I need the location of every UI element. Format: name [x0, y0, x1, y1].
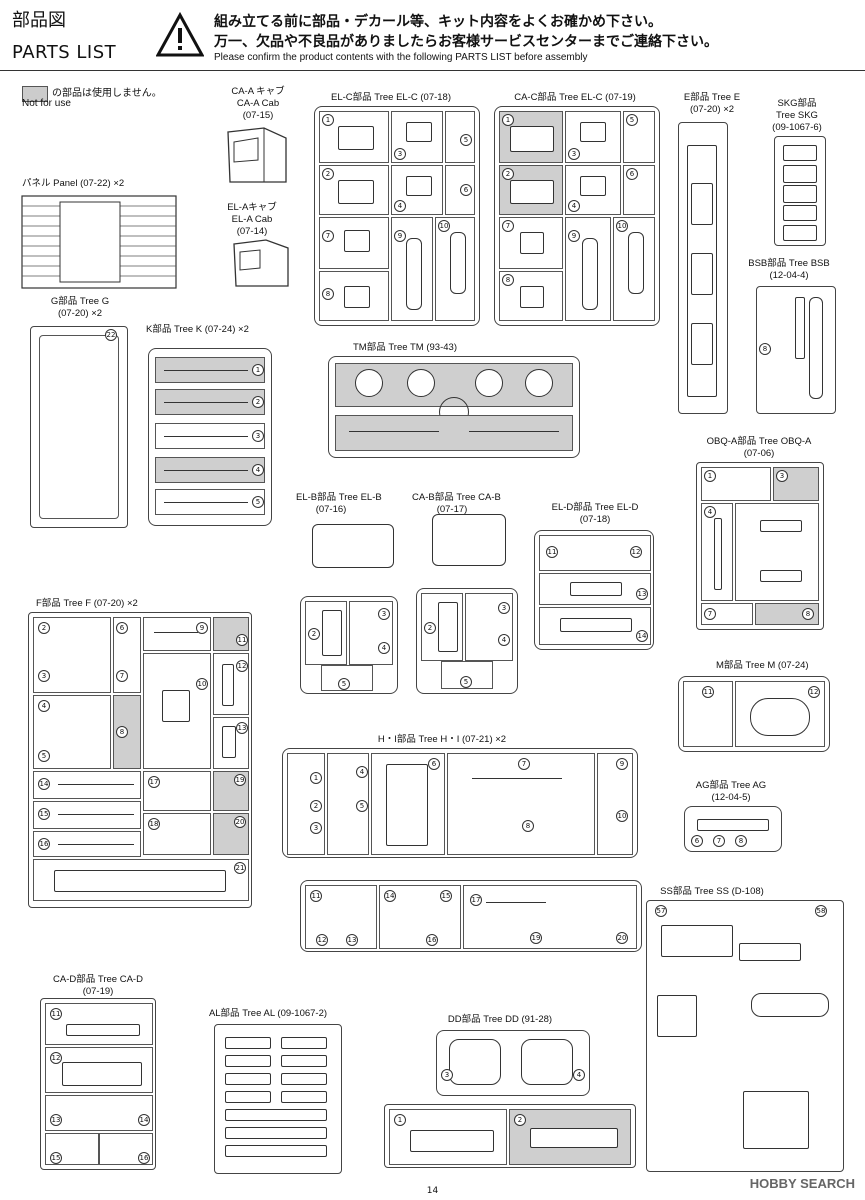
tree-al-frame	[214, 1024, 342, 1174]
ca-a-cab-drawing	[227, 127, 287, 183]
tree-obq-frame: 1 3 4 7 8	[696, 462, 824, 630]
page-number: 14	[426, 1186, 439, 1196]
ca-b-roof-part	[432, 514, 506, 566]
el-b-roof-part	[312, 524, 394, 568]
legend-jp: の部品は使用しません。	[52, 88, 162, 99]
tree-al-label: AL部品 Tree AL (09-1067-2)	[208, 1008, 328, 1019]
tree-k-label: K部品 Tree K (07-24) ×2	[146, 324, 249, 335]
tree-dd-lower-frame: 1 2	[384, 1104, 636, 1168]
tree-f-label: F部品 Tree F (07-20) ×2	[36, 598, 138, 609]
notice-english: Please confirm the product contents with…	[214, 52, 588, 63]
watermark: HOBBY SEARCH	[749, 1176, 855, 1191]
part-number: 22	[105, 329, 117, 341]
tree-g-frame: 22	[30, 326, 128, 528]
tree-tm-label: TM部品 Tree TM (93-43)	[353, 342, 457, 353]
notice-text: 組み立てる前に部品・デカール等、キット内容をよくお確かめ下さい。万一、欠品や不良…	[214, 14, 718, 50]
g-part-panel	[39, 335, 119, 519]
el-a-cab-drawing	[233, 239, 289, 287]
legend-en: Not for use	[22, 98, 71, 109]
tree-el-c-frame: 1 3 5 2 4 6 7 9 10 8	[314, 106, 480, 326]
page-title-en: PARTS LIST	[12, 42, 117, 63]
tree-el-d-label: EL-D部品 Tree EL-D(07-18)	[551, 502, 639, 525]
tree-tm-frame	[328, 356, 580, 458]
warning-icon	[156, 12, 204, 57]
tree-ca-c-label: CA-C部品 Tree EL-C (07-19)	[514, 92, 636, 103]
tree-ca-c-frame: 1 3 5 2 4 6 7 9 10 8	[494, 106, 660, 326]
panel-drawing	[21, 195, 177, 289]
page-title-jp: 部品図	[12, 10, 66, 31]
tree-bsb-label: BSB部品 Tree BSB(12-04-4)	[748, 258, 830, 281]
tree-ca-d-label: CA-D部品 Tree CA-D(07-19)	[53, 974, 143, 997]
tree-e-label: E部品 Tree E(07-20) ×2	[683, 92, 741, 115]
tree-el-c-label: EL-C部品 Tree EL-C (07-18)	[330, 92, 451, 103]
tree-el-b-label: EL-B部品 Tree EL-B(07-16)	[296, 492, 382, 515]
tree-k-frame: 1 2 3 4 5	[148, 348, 272, 526]
tree-ag-label: AG部品 Tree AG(12-04-5)	[695, 780, 767, 803]
tree-e-frame	[678, 122, 728, 414]
tree-skg-frame	[774, 136, 826, 246]
tree-m-frame: 11 12	[678, 676, 830, 752]
tree-m-label: M部品 Tree M (07-24)	[716, 660, 809, 671]
tree-obq-label: OBQ-A部品 Tree OBQ-A(07-06)	[706, 436, 812, 459]
tree-g-label: G部品 Tree G(07-20) ×2	[50, 296, 110, 319]
tree-dd-label: DD部品 Tree DD (91-28)	[447, 1014, 553, 1025]
tree-bsb-frame: 8	[756, 286, 836, 414]
tree-hi-label: H・I部品 Tree H・I (07-21) ×2	[377, 734, 507, 745]
tree-ca-b-label: CA-B部品 Tree CA-B(07-17)	[412, 492, 501, 515]
tree-ss-label: SS部品 Tree SS (D-108)	[660, 886, 764, 897]
not-for-use-swatch	[22, 86, 48, 102]
header-divider	[0, 70, 865, 71]
tree-panel-label: パネル Panel (07-22) ×2	[22, 178, 125, 189]
